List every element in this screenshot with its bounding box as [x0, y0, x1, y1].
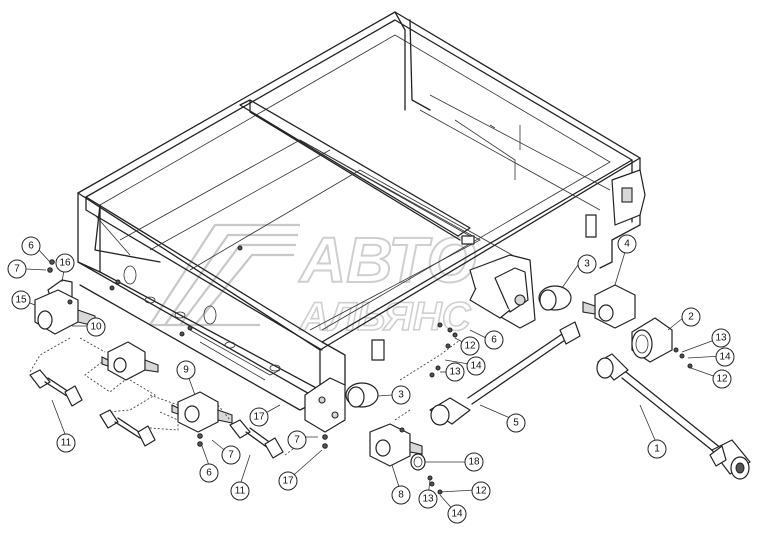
- gearbox-4: [582, 284, 636, 329]
- svg-text:5: 5: [513, 418, 519, 429]
- svg-text:8: 8: [398, 490, 404, 501]
- svg-text:7: 7: [294, 435, 300, 446]
- callout-6-b: 6: [484, 330, 504, 350]
- svg-text:14: 14: [470, 361, 482, 372]
- callout-14-c: 14: [447, 504, 467, 524]
- svg-text:13: 13: [422, 494, 434, 505]
- watermark-logo: [149, 223, 300, 327]
- callout-13-a: 13: [445, 362, 465, 382]
- svg-text:15: 15: [15, 295, 27, 306]
- end-bracket: [611, 169, 646, 226]
- watermark: АВТО АЛЬЯНС: [149, 223, 477, 340]
- drive-shaft-5: [429, 321, 581, 426]
- callout-17-a: 17: [249, 407, 269, 427]
- callout-14-a: 14: [466, 356, 486, 376]
- svg-text:17: 17: [282, 476, 294, 487]
- svg-text:17: 17: [253, 412, 265, 423]
- callout-18: 18: [464, 452, 484, 472]
- callout-6-c: 6: [199, 463, 219, 483]
- svg-text:2: 2: [688, 312, 694, 323]
- callout-13-b: 13: [711, 328, 731, 348]
- callout-6-a: 6: [21, 236, 41, 256]
- callout-7-c: 7: [221, 445, 241, 465]
- callout-9: 9: [176, 360, 196, 380]
- shaft-11-middle: [99, 409, 156, 447]
- svg-text:18: 18: [468, 457, 480, 468]
- svg-text:12: 12: [475, 486, 487, 497]
- shaft-11-right: [229, 419, 284, 459]
- watermark-line1: АВТО: [298, 224, 476, 296]
- callout-14-b: 14: [715, 347, 735, 367]
- lower-mount-plate: [304, 377, 346, 433]
- gearbox-15: [34, 289, 96, 335]
- svg-text:7: 7: [14, 264, 20, 275]
- svg-text:6: 6: [28, 241, 34, 252]
- callout-3-lower: 3: [391, 385, 411, 405]
- callout-bubbles: 1 2 3 3 4 5 6 6 6 7 7 7 8 9 10 11 11 12 …: [7, 234, 735, 524]
- gearbox-middle: [101, 341, 159, 381]
- callout-5: 5: [506, 413, 526, 433]
- svg-text:14: 14: [451, 509, 463, 520]
- bearing-cup-3-upper: [538, 285, 572, 311]
- svg-text:9: 9: [183, 365, 189, 376]
- callout-17-b: 17: [278, 471, 298, 491]
- callout-3-upper: 3: [577, 254, 597, 274]
- callout-11-a: 11: [56, 433, 76, 453]
- sensor-box: [371, 214, 597, 361]
- cap-18: [410, 453, 426, 471]
- callout-12-c: 12: [471, 481, 491, 501]
- gearbox-8: [369, 423, 423, 467]
- fasteners: [47, 259, 693, 495]
- svg-text:3: 3: [584, 259, 590, 270]
- cover-2: [631, 317, 673, 363]
- svg-text:10: 10: [90, 322, 102, 333]
- callout-8: 8: [391, 485, 411, 505]
- svg-text:14: 14: [719, 352, 731, 363]
- svg-text:4: 4: [624, 239, 630, 250]
- callout-2: 2: [681, 307, 701, 327]
- svg-text:11: 11: [235, 486, 246, 497]
- svg-text:3: 3: [398, 390, 404, 401]
- callout-10: 10: [86, 317, 106, 337]
- callout-7-b: 7: [287, 430, 307, 450]
- callout-15: 15: [11, 290, 31, 310]
- svg-text:16: 16: [59, 258, 71, 269]
- svg-text:6: 6: [491, 335, 497, 346]
- callout-1: 1: [647, 439, 667, 459]
- callout-7-a: 7: [7, 259, 27, 279]
- hopper-frame: [77, 11, 641, 411]
- watermark-line2: АЛЬЯНС: [299, 295, 472, 339]
- callout-4: 4: [617, 234, 637, 254]
- svg-text:7: 7: [228, 450, 234, 461]
- callout-16: 16: [55, 253, 75, 273]
- callout-13-c: 13: [418, 489, 438, 509]
- bearing-cup-3-lower: [345, 382, 379, 408]
- svg-text:11: 11: [61, 438, 72, 449]
- shaft-11-left: [29, 369, 83, 407]
- callout-12-b: 12: [712, 369, 732, 389]
- drive-mount-bracket: [469, 254, 536, 329]
- svg-text:12: 12: [716, 374, 728, 385]
- callout-11-b: 11: [230, 481, 250, 501]
- svg-text:6: 6: [206, 468, 212, 479]
- svg-text:13: 13: [449, 367, 461, 378]
- svg-text:1: 1: [654, 444, 660, 455]
- svg-text:13: 13: [715, 333, 727, 344]
- gearbox-9: [171, 391, 233, 433]
- callout-12-a: 12: [460, 336, 480, 356]
- svg-text:12: 12: [464, 341, 476, 352]
- drive-shaft-1: [596, 353, 751, 480]
